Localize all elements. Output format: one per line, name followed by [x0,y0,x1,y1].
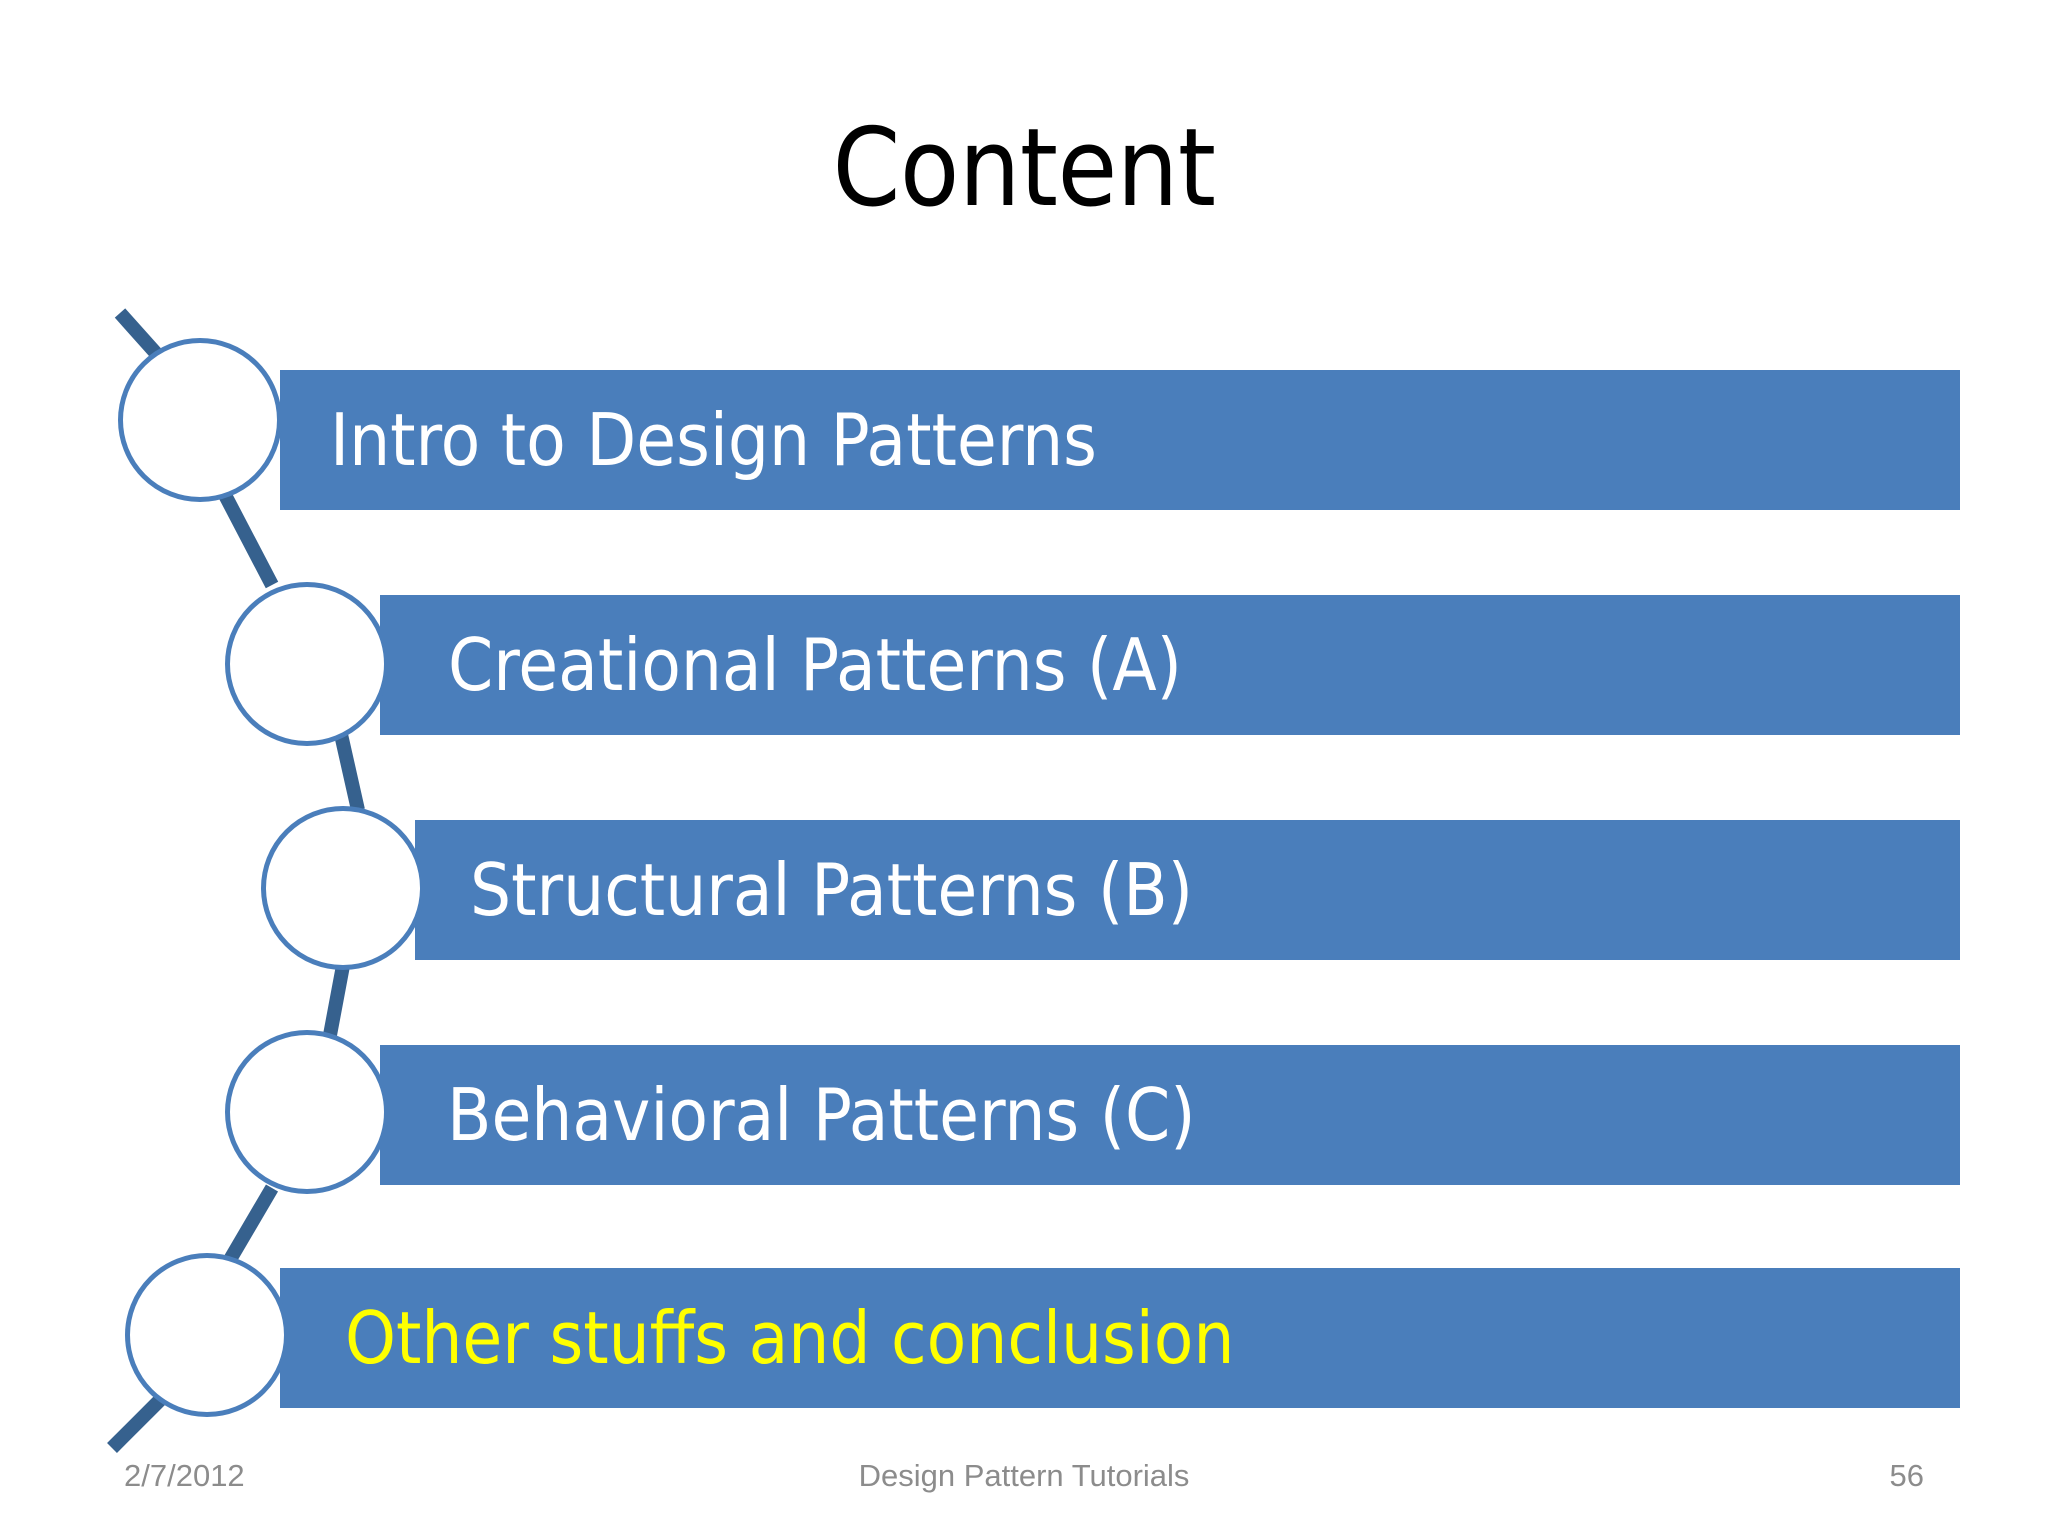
agenda-item-label-1: Intro to Design Patterns [330,398,1097,482]
agenda-bar-1[interactable] [280,370,1960,510]
agenda-item-label-2: Creational Patterns (A) [448,623,1182,707]
agenda-node-circle-4[interactable] [225,1030,389,1194]
footer-page-number: 56 [1889,1458,1924,1493]
agenda-bar-4[interactable] [380,1045,1960,1185]
connector-segment-5 [221,1184,279,1267]
agenda-item-label-5: Other stuffs and conclusion [345,1296,1235,1380]
agenda-node-circle-3[interactable] [261,806,425,970]
agenda-bar-5[interactable] [280,1268,1960,1408]
footer-title: Design Pattern Tutorials [858,1458,1190,1493]
agenda-node-circle-2[interactable] [225,582,389,746]
agenda-node-circle-5[interactable] [125,1253,289,1417]
agenda-node-circle-1[interactable] [118,338,282,502]
connector-segment-3 [333,728,365,812]
agenda-bar-3[interactable] [415,820,1960,960]
agenda-item-label-3: Structural Patterns (B) [470,848,1193,932]
agenda-bar-2[interactable] [380,595,1960,735]
connector-segment-2 [218,491,279,589]
page-title: Content [832,106,1216,231]
footer-date: 2/7/2012 [124,1458,245,1493]
slide-footer: 2/7/2012 Design Pattern Tutorials 56 [0,1440,2048,1536]
agenda-item-label-4: Behavioral Patterns (C) [447,1073,1196,1157]
